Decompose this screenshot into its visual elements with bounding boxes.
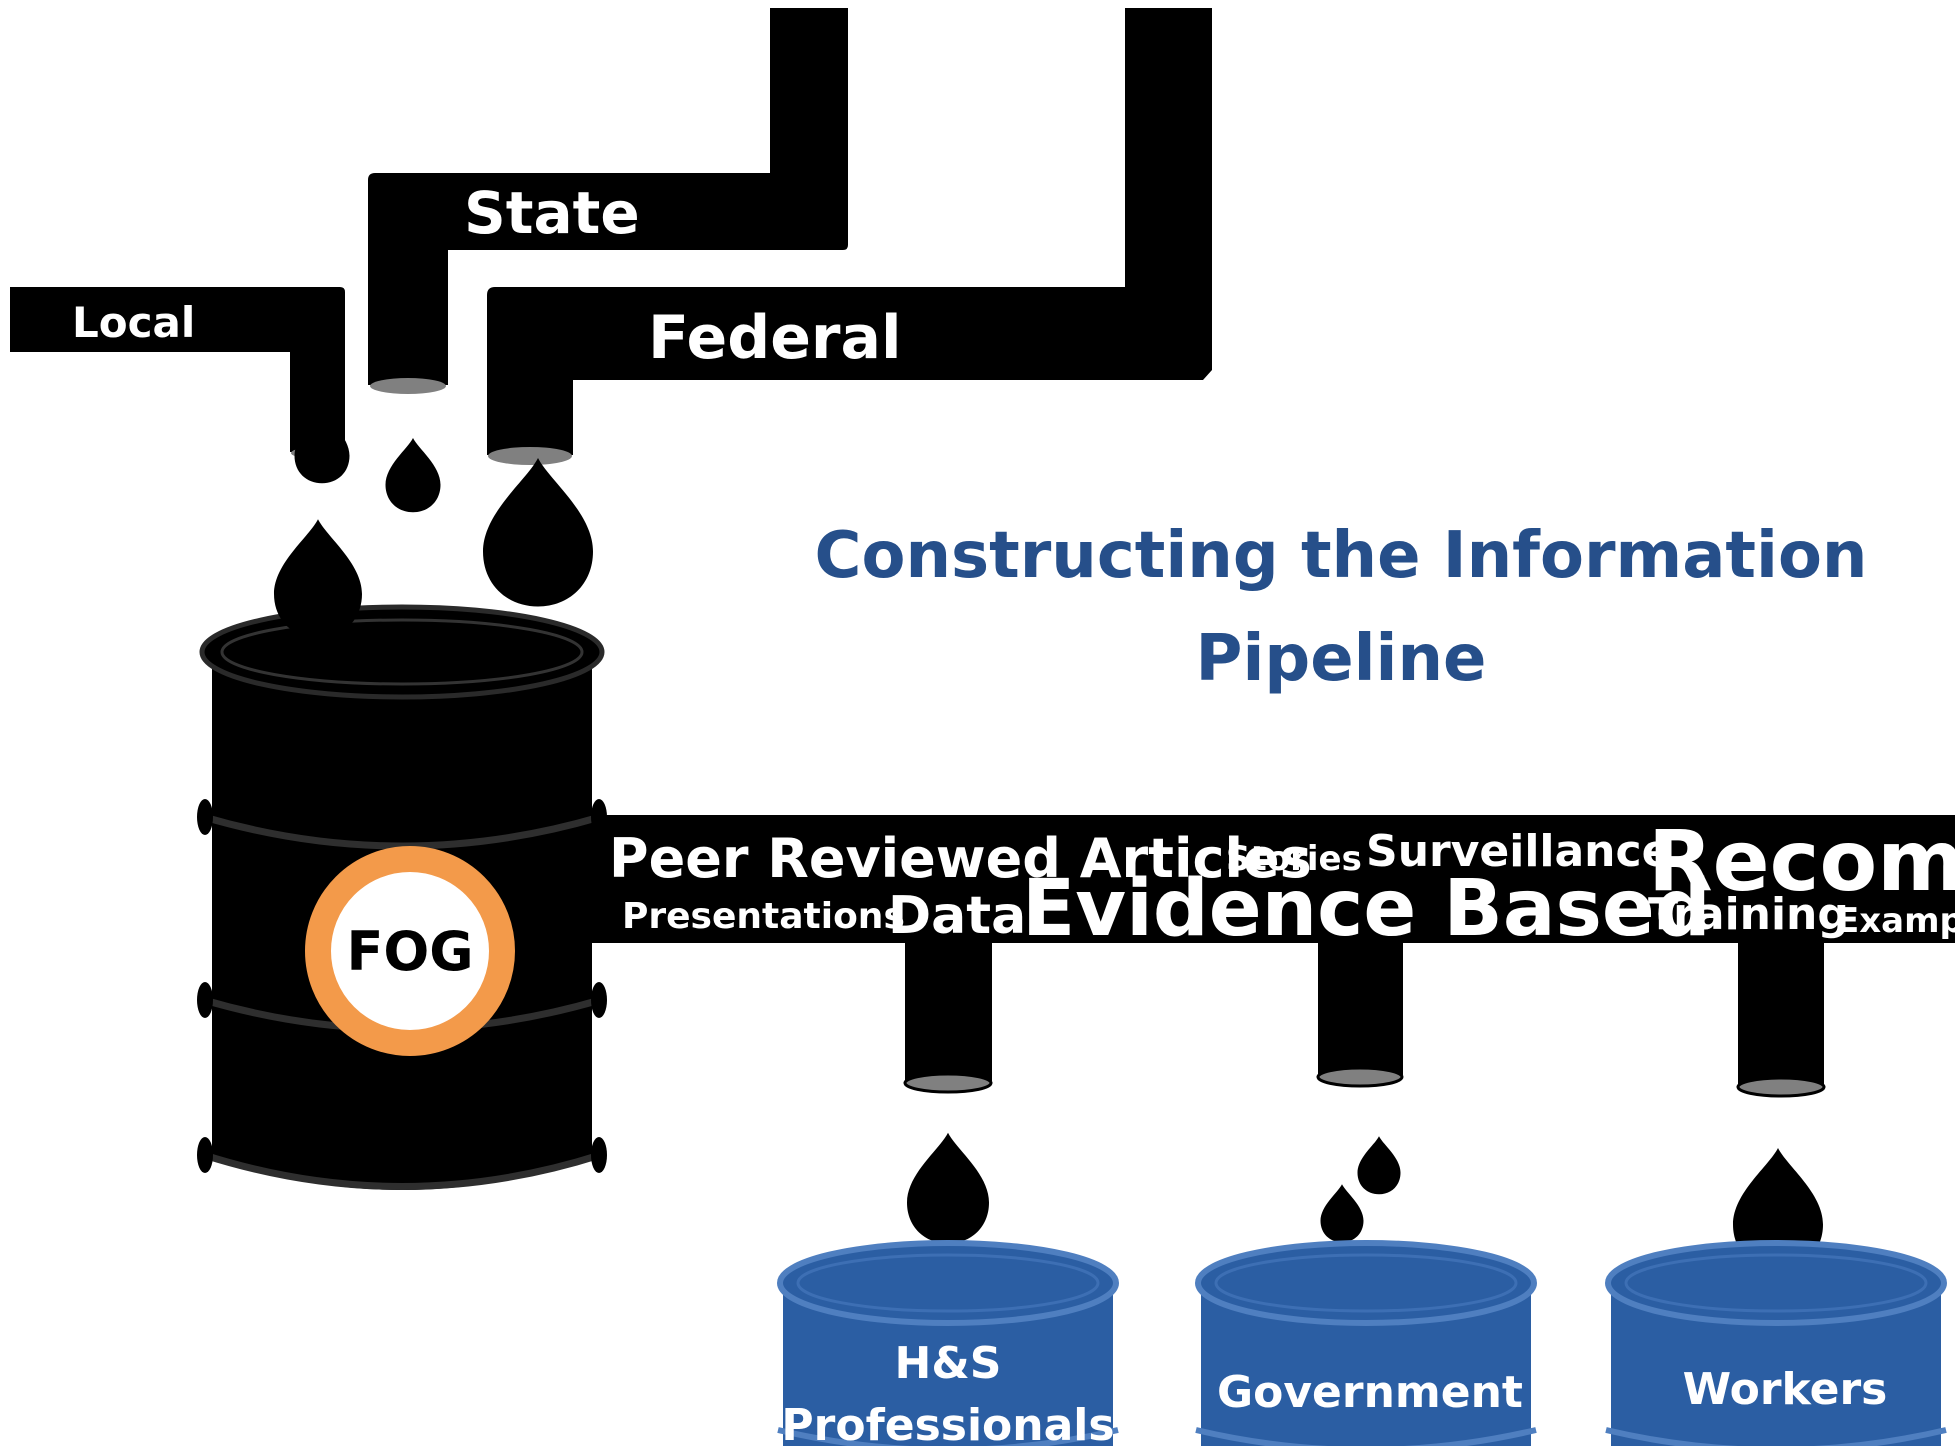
output-pipe-government — [1316, 935, 1404, 1088]
state-pipe — [368, 8, 848, 394]
oil-drop-icon — [385, 438, 441, 513]
word-evidence-based: Evidence Based — [1022, 864, 1711, 954]
word-training: Training — [1648, 889, 1849, 940]
title-line-2: Pipeline — [1196, 622, 1487, 696]
hs-professionals-barrel — [777, 1240, 1119, 1446]
word-peer-reviewed-articles: Peer Reviewed Articles — [609, 827, 1312, 890]
fog-label: FOG — [346, 920, 473, 983]
word-data: Data — [888, 886, 1026, 946]
output-pipe-hs — [903, 935, 993, 1094]
word-presentations: Presentations — [622, 896, 905, 937]
fog-badge — [305, 846, 515, 1056]
oil-drop-icon — [1357, 1136, 1401, 1195]
word-examp: Examp — [1836, 901, 1955, 941]
oil-drop-icon — [1320, 1184, 1364, 1243]
hs-label-line-2: Professionals — [781, 1400, 1114, 1446]
hs-label-line-1: H&S — [895, 1338, 1002, 1389]
main-pipeline — [560, 815, 1955, 943]
word-stories: Stories — [1226, 839, 1362, 879]
title-line-1: Constructing the Information — [815, 519, 1868, 593]
word-recomm: Recomm — [1648, 812, 1955, 910]
oil-drop-icon — [483, 458, 593, 607]
workers-barrel — [1605, 1240, 1947, 1446]
federal-label: Federal — [648, 303, 902, 373]
state-label: State — [464, 179, 640, 247]
workers-label: Workers — [1683, 1364, 1888, 1415]
government-barrel — [1195, 1240, 1537, 1446]
local-label: Local — [72, 298, 195, 347]
output-pipe-workers — [1736, 935, 1826, 1098]
federal-pipe — [487, 8, 1212, 465]
oil-drop-icon — [907, 1132, 989, 1244]
oil-drop-icon — [1733, 1148, 1823, 1270]
oil-drop-icon — [294, 409, 350, 484]
oil-drop-icon — [274, 519, 362, 638]
word-surveillance: Surveillance — [1366, 826, 1671, 877]
government-label: Government — [1217, 1367, 1523, 1418]
